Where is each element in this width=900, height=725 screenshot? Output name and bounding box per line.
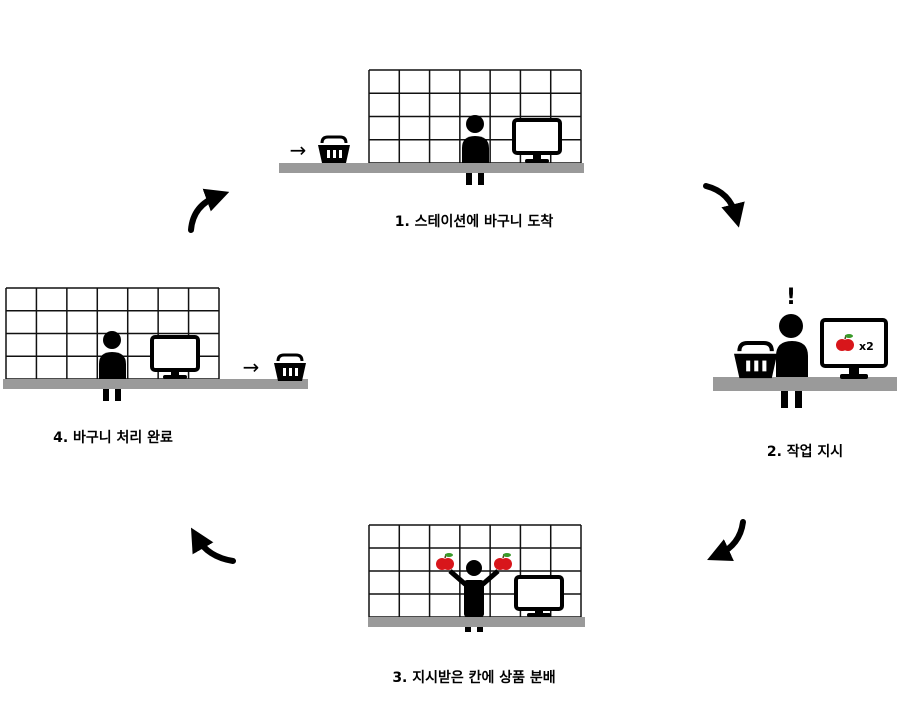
step-3-label: 3. 지시받은 칸에 상품 분배 bbox=[392, 669, 555, 686]
step-2-label: 2. 작업 지시 bbox=[767, 443, 843, 460]
alert-icon: ! bbox=[786, 285, 796, 310]
cycle-arrow-icon bbox=[190, 527, 236, 564]
worker-icon bbox=[776, 314, 808, 408]
monitor-icon bbox=[150, 335, 200, 379]
basket-icon bbox=[734, 343, 777, 378]
arrow-right-icon: → bbox=[290, 138, 307, 162]
monitor-icon: x2 bbox=[820, 318, 888, 379]
counter bbox=[368, 617, 585, 627]
worker-arms-up-icon bbox=[448, 560, 500, 632]
step-3-scene: 3. 지시받은 칸에 상품 분배 bbox=[368, 524, 585, 686]
cycle-arrow-icon bbox=[188, 188, 230, 233]
arrow-right-icon: → bbox=[243, 355, 260, 379]
step-1-scene: → 1. 스테이션에 바구니 도착 bbox=[279, 69, 584, 230]
monitor-icon bbox=[512, 118, 562, 163]
apple-icon bbox=[435, 552, 455, 571]
step-4-label: 4. 바구니 처리 완료 bbox=[53, 430, 173, 446]
worker-icon bbox=[99, 331, 126, 401]
quantity-text: x2 bbox=[859, 340, 874, 353]
step-1-label: 1. 스테이션에 바구니 도착 bbox=[395, 213, 554, 230]
basket-icon bbox=[272, 353, 308, 383]
worker-icon bbox=[462, 115, 489, 185]
counter bbox=[3, 379, 308, 389]
step-4-scene: → 4. 바구니 처리 완료 bbox=[3, 287, 308, 446]
basket-icon bbox=[316, 135, 352, 165]
cycle-arrow-icon bbox=[703, 183, 745, 228]
cycle-arrow-icon bbox=[707, 519, 746, 561]
counter bbox=[279, 163, 584, 173]
monitor-icon bbox=[514, 575, 564, 617]
apple-icon bbox=[493, 552, 513, 571]
step-2-scene: ! x2 2. 작업 지시 bbox=[713, 285, 897, 460]
counter bbox=[713, 377, 897, 391]
